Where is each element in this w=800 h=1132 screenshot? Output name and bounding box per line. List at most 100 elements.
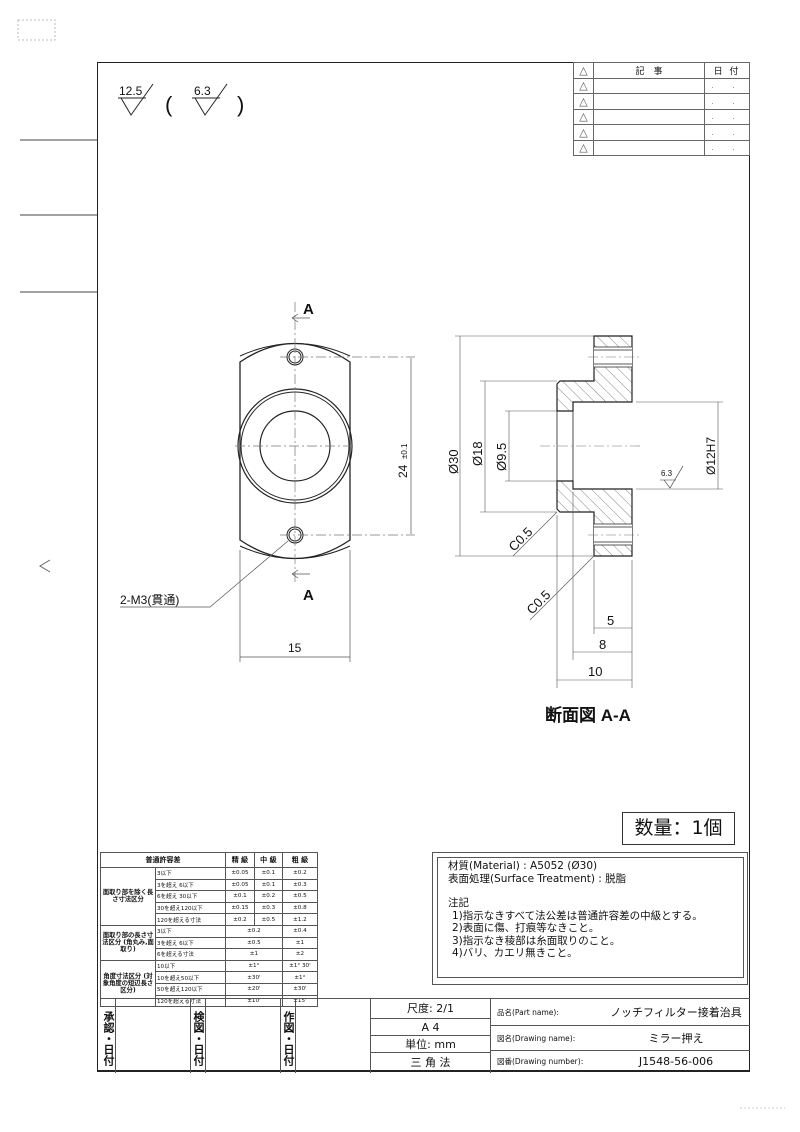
paper-size: A 4	[370, 1019, 490, 1036]
revision-date: . .	[704, 77, 750, 94]
tolerance-value: ±1° 30'	[281, 959, 319, 973]
surface-finish-symbols: 12.5 ( 6.3 )	[118, 83, 244, 117]
revision-description	[593, 77, 705, 94]
revision-description	[593, 124, 705, 141]
dim-hole-diameter: Ø9.5	[494, 443, 509, 471]
revision-date: . .	[704, 108, 750, 125]
tolerance-header: 普通許容差 精 級 中 級 粗 級	[100, 852, 319, 868]
notes-box: 材質(Material) : A5052 (Ø30) 表面処理(Surface …	[437, 857, 744, 978]
tolerance-value: ±30'	[281, 982, 319, 996]
tolerance-value: ±0.2	[225, 924, 283, 938]
drawing-number: J1548-56-006	[638, 1055, 714, 1068]
revision-description	[593, 93, 705, 110]
revision-row: △ . .	[573, 139, 750, 156]
tolerance-value: ±0.1	[225, 890, 255, 903]
tolerance-row: 120を超える寸法±0.2±0.5±1.2	[101, 913, 319, 926]
tolerance-value: ±0.8	[281, 901, 319, 915]
tolerance-value: ±1	[281, 936, 319, 950]
chamfer-boss: C0.5	[506, 524, 536, 554]
revision-row: △. .	[573, 77, 750, 94]
tolerance-range: 10以下	[155, 959, 226, 973]
part-name-row: 品名(Part name): ノッチフィルター接着治具	[490, 999, 750, 1026]
dim-pitch-tolerance: ±0.1	[400, 443, 409, 459]
drawing-name-label: 図名(Drawing name):	[497, 1034, 576, 1043]
section-label-top: A	[303, 301, 314, 318]
revision-mark: △	[573, 139, 594, 156]
revision-mark: △	[573, 124, 594, 141]
revision-mark: △	[573, 108, 594, 125]
dim-width: 15	[288, 641, 302, 655]
tolerance-row: 6を超える寸法±1±2	[101, 948, 319, 961]
dim-bore-diameter: Ø12H7	[704, 437, 718, 475]
drawing-number-row: 図番(Drawing number): J1548-56-006	[490, 1051, 750, 1073]
tolerance-group-label: 面取り部を除く長さ寸法区分	[100, 867, 156, 926]
check-field[interactable]	[205, 999, 280, 1073]
dim-bore-depth: 8	[599, 637, 606, 652]
tolerance-value: ±2	[281, 948, 319, 961]
drawing-number-label: 図番(Drawing number):	[497, 1057, 584, 1066]
tolerance-row: 3を超え 6以下±0.05±0.1±0.3	[101, 878, 319, 892]
drawing-name-row: 図名(Drawing name): ミラー押え	[490, 1026, 750, 1051]
note-3: 3)指示なき稜部は糸面取りのこと。	[452, 934, 621, 947]
chamfer-flange: C0.5	[524, 587, 554, 617]
revision-mark-header: △	[573, 62, 594, 79]
tolerance-range: 10を超え50以下	[155, 971, 226, 984]
tolerance-value: ±1°	[281, 971, 319, 984]
tolerance-range: 3以下	[155, 924, 226, 938]
tolerance-row: 6を超え 30以下±0.1±0.2±0.5	[101, 890, 319, 903]
revision-date: . .	[704, 139, 750, 156]
revision-description-header: 記 事	[593, 62, 705, 79]
dim-flange-thickness: 5	[607, 613, 614, 628]
tolerance-value: ±0.2	[225, 913, 255, 926]
tolerance-range: 3を超え 6以下	[155, 878, 226, 892]
tolerance-value: ±0.5	[253, 913, 283, 926]
scale: 尺度: 2/1	[370, 999, 490, 1019]
tolerance-value: ±0.2	[253, 890, 283, 903]
tolerance-value: ±15'	[281, 994, 319, 1008]
tolerance-range: 30を超え120以下	[155, 901, 226, 915]
revision-header: △ 記 事 日 付	[573, 62, 750, 79]
tolerance-row: 120を超える寸法±10'±15'	[101, 994, 319, 1008]
tolerance-value: ±1	[225, 948, 283, 961]
tolerance-value: ±0.1	[253, 878, 283, 892]
section-view	[455, 335, 723, 688]
dim-boss-diameter: Ø18	[470, 441, 485, 466]
revision-date-header: 日 付	[704, 62, 750, 79]
bore-surface-finish: 6.3	[661, 469, 673, 478]
section-label-bottom: A	[303, 587, 314, 604]
notes-frame	[432, 852, 748, 985]
notes-heading: 注記	[448, 897, 469, 909]
tolerance-range: 3以下	[155, 867, 226, 880]
revision-date: . .	[704, 93, 750, 110]
tolerance-value: ±0.3	[281, 878, 319, 892]
part-name: ノッチフィルター接着治具	[610, 1006, 742, 1019]
revision-description	[593, 139, 705, 156]
tolerance-row: 30を超え120以下±0.15±0.3±0.8	[101, 901, 319, 915]
approval-label: 承認・日付	[102, 1010, 115, 1066]
drawing-frame	[97, 62, 750, 1072]
tolerance-row: 角度寸法区分 (対象角度の短辺長さ区分)10以下±1°±1° 30'	[100, 959, 319, 1008]
revision-description	[593, 108, 705, 125]
unit: 単位: mm	[370, 1036, 490, 1053]
tolerance-row: 10を超え50以下±30'±1°	[101, 971, 319, 984]
dim-pitch: 24	[396, 464, 410, 478]
note-2: 2)表面に傷、打痕等なきこと。	[452, 922, 600, 934]
tolerance-value: ±0.5	[225, 936, 283, 950]
tolerance-value: ±0.15	[225, 901, 255, 915]
material-spec: 材質(Material) : A5052 (Ø30)	[448, 860, 598, 872]
tolerance-value: ±0.4	[281, 924, 319, 938]
tolerance-header-medium: 中 級	[253, 852, 283, 868]
tolerance-range: 6を超える寸法	[155, 948, 226, 961]
tolerance-value: ±0.3	[253, 901, 283, 915]
drawn-field[interactable]	[295, 999, 370, 1073]
tolerance-header-fine: 精 級	[225, 852, 255, 868]
drawing-name: ミラー押え	[648, 1032, 704, 1045]
revision-table: △ 記 事 日 付 △. .△. .△. .△. .△. .	[573, 62, 750, 156]
tolerance-range: 3を超え 6以下	[155, 936, 226, 950]
approval-field[interactable]	[115, 999, 190, 1073]
note-4: 4)バリ、カエリ無きこと。	[452, 947, 578, 959]
revision-mark: △	[573, 93, 594, 110]
tolerance-group-label: 面取り部の長さ寸法区分 (角丸み,面取り)	[100, 924, 156, 961]
